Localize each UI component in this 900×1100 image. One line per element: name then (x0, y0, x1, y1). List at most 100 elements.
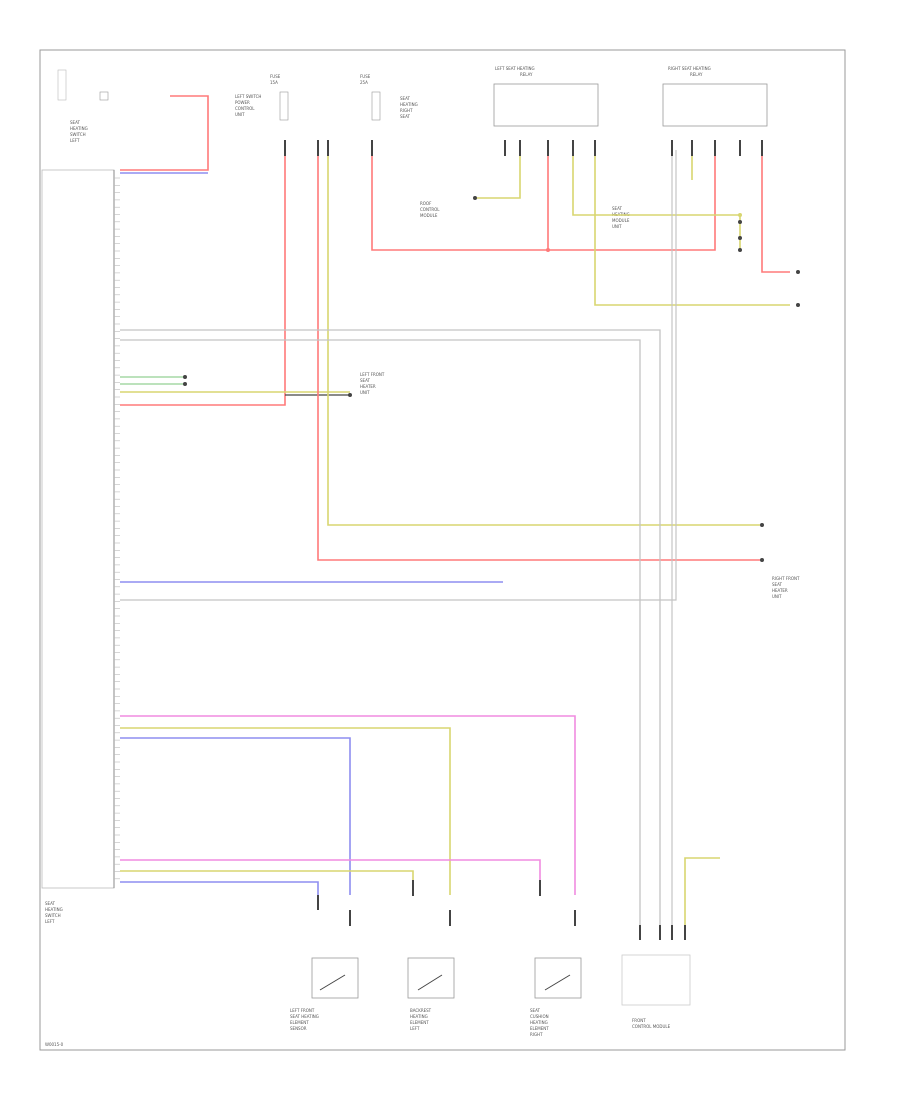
switch-2-contact (417, 974, 443, 991)
box3-label-2: CUSHION (530, 1014, 549, 1019)
top-left-label: SEAT (70, 120, 80, 125)
bottom-switch-boxes (311, 954, 691, 1006)
wire-low-yellow-2 (120, 870, 414, 880)
right-top-label-4: SEAT (400, 114, 410, 119)
bottom-left-label-4: LEFT (45, 919, 55, 924)
fuse-a-label: LEFT SWITCH (235, 94, 261, 99)
diagram-frame (39, 49, 846, 1051)
wire-relay-yellow-2 (594, 150, 790, 306)
relay-left-label-2: RELAY (520, 72, 533, 77)
splice-point (738, 248, 742, 252)
wire-relay-yellow (572, 150, 741, 250)
box5-label-3: MODULE (420, 213, 438, 218)
box3-label-5: RIGHT (530, 1032, 543, 1037)
box5-label-2: CONTROL (420, 207, 440, 212)
wire-gray-2 (120, 339, 641, 925)
relay-right-label: RIGHT SEAT HEATING (668, 66, 711, 71)
wire-low-blue (120, 737, 351, 895)
fuse-a-label-3: CONTROL (235, 106, 255, 111)
module-pin-ticks (114, 177, 120, 880)
bottom-left-label-3: SWITCH (45, 913, 61, 918)
wire-gray-1 (120, 329, 661, 925)
right-unit-label-3: HEATER (772, 588, 788, 593)
wire-right-red (761, 150, 790, 273)
box2-label-3: ELEMENT (410, 1020, 429, 1025)
wire-relay-red (371, 150, 716, 251)
terminal-green-2 (183, 382, 187, 386)
top-left-connector (99, 91, 109, 101)
wire-top-feed-red (120, 95, 209, 171)
wire-gray-vert-2 (120, 150, 677, 601)
wire-fuse-b-red (317, 150, 760, 561)
wire-fuse-b-yellow (327, 150, 760, 526)
box3-label: SEAT (530, 1008, 540, 1013)
right-top-label: SEAT (400, 96, 410, 101)
fuse-a-label-4: UNIT (235, 112, 245, 117)
left-control-module (41, 69, 120, 889)
mid-label-4: UNIT (360, 390, 370, 395)
box1-label: LEFT FRONT (290, 1008, 315, 1013)
box4-label: SEAT (612, 206, 622, 211)
right-unit-label-2: SEAT (772, 582, 782, 587)
bottom-left-label-2: HEATING (45, 907, 63, 912)
terminal-edge-yellow (760, 523, 764, 527)
box5-label: ROOF (420, 201, 432, 206)
fuse-b-box (371, 91, 381, 121)
box2-label-4: LEFT (410, 1026, 420, 1031)
box1-label-4: SENSOR (290, 1026, 307, 1031)
switch-3-contact (544, 974, 571, 991)
wire-low-blue-2 (120, 881, 319, 895)
top-left-label-4: LEFT (70, 138, 80, 143)
wire-low-pink-2 (120, 859, 541, 880)
box1-label-3: ELEMENT (290, 1020, 309, 1025)
terminal-box5 (473, 196, 477, 200)
box2-label: BACKREST (410, 1008, 432, 1013)
switch-1-contact (319, 974, 346, 991)
box4-label-3: MODULE (612, 218, 630, 223)
right-top-label-3: RIGHT (400, 108, 413, 113)
bottom-left-label: SEAT (45, 901, 55, 906)
fuse-b-label: FUSE (270, 74, 281, 79)
relay-box-left (493, 83, 599, 127)
wire-low-pink (120, 715, 576, 895)
splice-point (738, 220, 742, 224)
wire-br-yellow (684, 857, 720, 925)
box2-label-2: HEATING (410, 1014, 428, 1019)
splice-point (738, 236, 742, 240)
fuse-a-label-2: POWER (235, 100, 250, 105)
mid-label-3: HEATER (360, 384, 376, 389)
control-unit-box (621, 954, 691, 1006)
top-left-label-3: SWITCH (70, 132, 86, 137)
relay-box-right (662, 83, 768, 127)
bottom-right-label: FRONT (632, 1018, 646, 1023)
mid-label: LEFT FRONT (360, 372, 385, 377)
mid-label-2: SEAT (360, 378, 370, 383)
terminal-green (183, 375, 187, 379)
wire-relay-yellow-3 (475, 150, 521, 199)
switch-box-2 (407, 957, 455, 999)
fuse-c-label-2: 25A (360, 80, 368, 85)
terminal-right-red (796, 270, 800, 274)
terminal-right-yellow (796, 303, 800, 307)
fuse-a-box (279, 91, 289, 121)
box3-label-4: ELEMENT (530, 1026, 549, 1031)
fuse-c-label: FUSE (360, 74, 371, 79)
splice-red (546, 248, 550, 252)
wires (120, 95, 800, 940)
switch-box-1 (311, 957, 359, 999)
right-unit-label-4: UNIT (772, 594, 782, 599)
terminal-mid (348, 393, 352, 397)
wire-low-yellow (120, 727, 451, 895)
relay-right-label-2: RELAY (690, 72, 703, 77)
right-top-label-2: HEATING (400, 102, 418, 107)
relay-left-label: LEFT SEAT HEATING (495, 66, 535, 71)
wire-fuse-a-red (120, 150, 286, 406)
terminal-edge-red (760, 558, 764, 562)
fuse-b-label-2: 15A (270, 80, 278, 85)
box3-label-3: HEATING (530, 1020, 548, 1025)
right-unit-label: RIGHT FRONT (772, 576, 800, 581)
top-left-label-2: HEATING (70, 126, 88, 131)
bottom-right-label-2: CONTROL MODULE (632, 1024, 671, 1029)
box4-label-4: UNIT (612, 224, 622, 229)
